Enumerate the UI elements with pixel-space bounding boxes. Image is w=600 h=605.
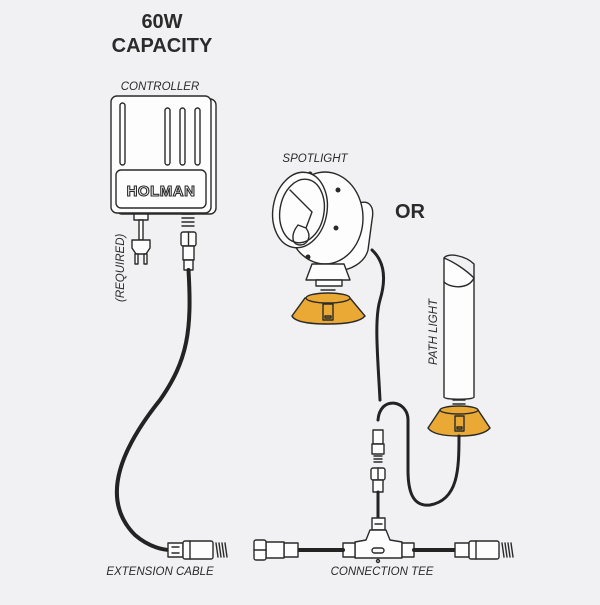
connection-tee-label: CONNECTION TEE bbox=[331, 566, 434, 578]
inline-connector-pair bbox=[370, 429, 386, 493]
path-light-cable bbox=[376, 401, 461, 507]
controller-brand: HOLMAN bbox=[127, 183, 196, 200]
path-light-icon bbox=[443, 254, 475, 409]
spotlight-icon bbox=[271, 171, 374, 299]
title-line-2: CAPACITY bbox=[112, 35, 213, 57]
controller-icon: HOLMAN bbox=[110, 95, 217, 215]
spotlight-base bbox=[291, 292, 366, 325]
or-label: OR bbox=[395, 201, 426, 223]
controller-output-connector bbox=[180, 213, 197, 271]
tee-connector-icon bbox=[253, 517, 514, 564]
extension-cable-connector bbox=[167, 540, 228, 560]
controller-label: CONTROLLER bbox=[121, 81, 200, 93]
path-light-label: PATH LIGHT bbox=[428, 298, 440, 365]
spotlight-label: SPOTLIGHT bbox=[282, 153, 348, 165]
path-light-base bbox=[427, 405, 491, 437]
extension-cable bbox=[115, 268, 192, 552]
ac-plug-icon bbox=[131, 213, 151, 265]
spotlight-cable bbox=[370, 248, 386, 402]
title-line-1: 60W bbox=[141, 11, 182, 33]
extension-cable-label: EXTENSION CABLE bbox=[106, 566, 214, 578]
required-label: (REQUIRED) bbox=[115, 233, 127, 302]
